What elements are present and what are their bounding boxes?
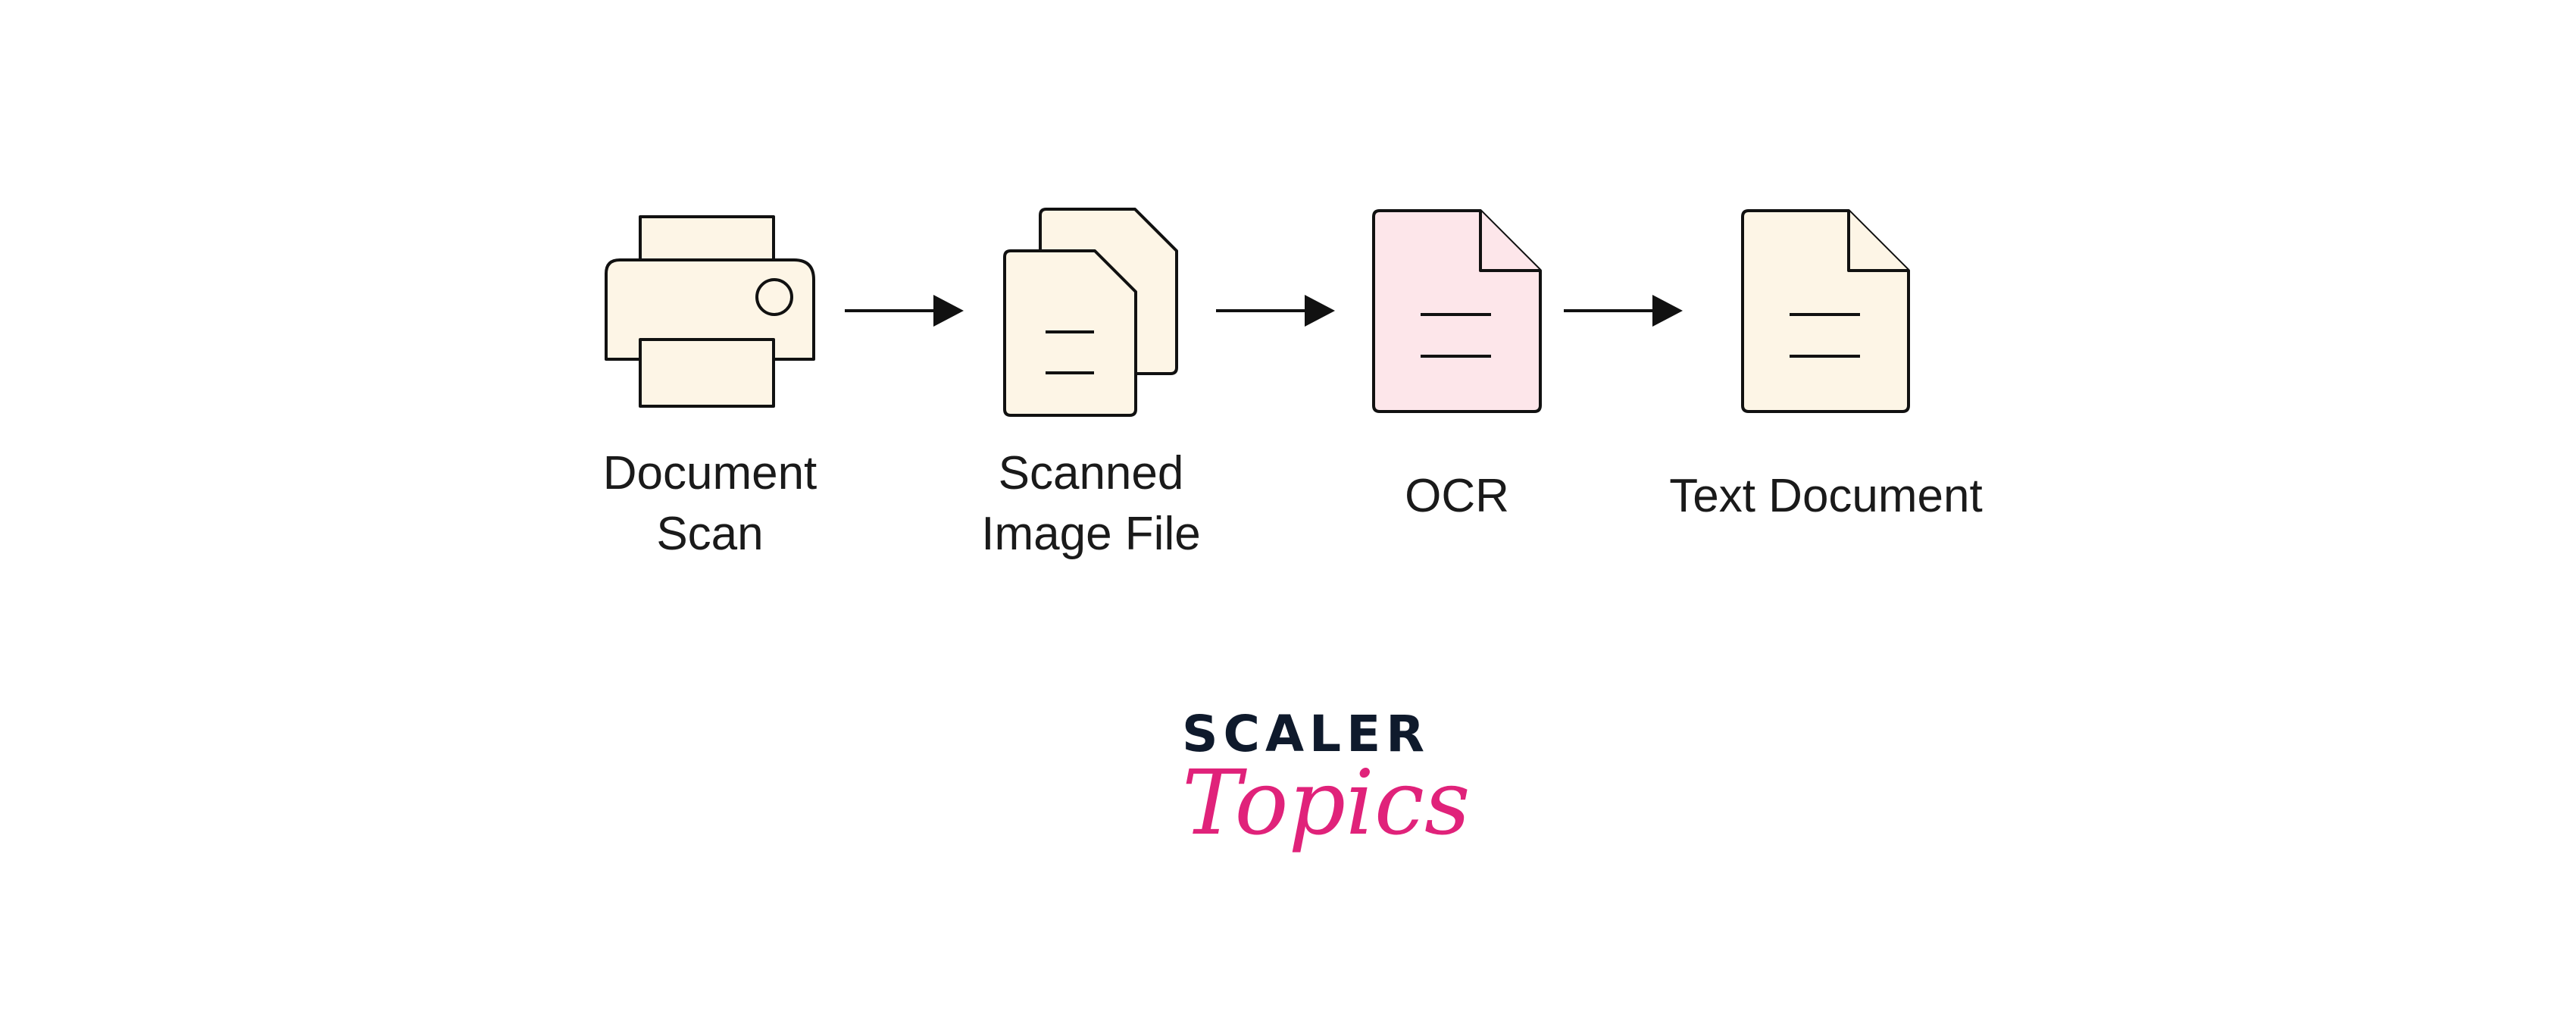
step-label-line: Image File xyxy=(981,508,1201,560)
step-label-line: Document xyxy=(602,447,818,499)
step-label-line: Scan xyxy=(656,508,764,560)
step-label-document-scan: Document Scan xyxy=(558,443,861,565)
logo-scaler-text: SCALER xyxy=(1182,705,1430,763)
step-label-line: OCR xyxy=(1405,470,1509,522)
step-label-text-document: Text Document xyxy=(1637,466,2015,527)
arrow-3 xyxy=(1564,295,1683,327)
ocr-document-icon xyxy=(1372,209,1542,413)
arrow-2 xyxy=(1216,295,1335,327)
logo-topics-text: Topics xyxy=(1182,750,1471,855)
step-label-line: Scanned xyxy=(998,447,1184,499)
printer-icon xyxy=(605,215,815,408)
stacked-documents-icon xyxy=(1003,208,1178,417)
step-label-scanned-image-file: Scanned Image File xyxy=(939,443,1243,565)
text-document-icon xyxy=(1741,209,1910,413)
step-label-line: Text Document xyxy=(1669,470,1983,522)
arrow-1 xyxy=(845,295,964,327)
step-label-ocr: OCR xyxy=(1305,466,1608,527)
